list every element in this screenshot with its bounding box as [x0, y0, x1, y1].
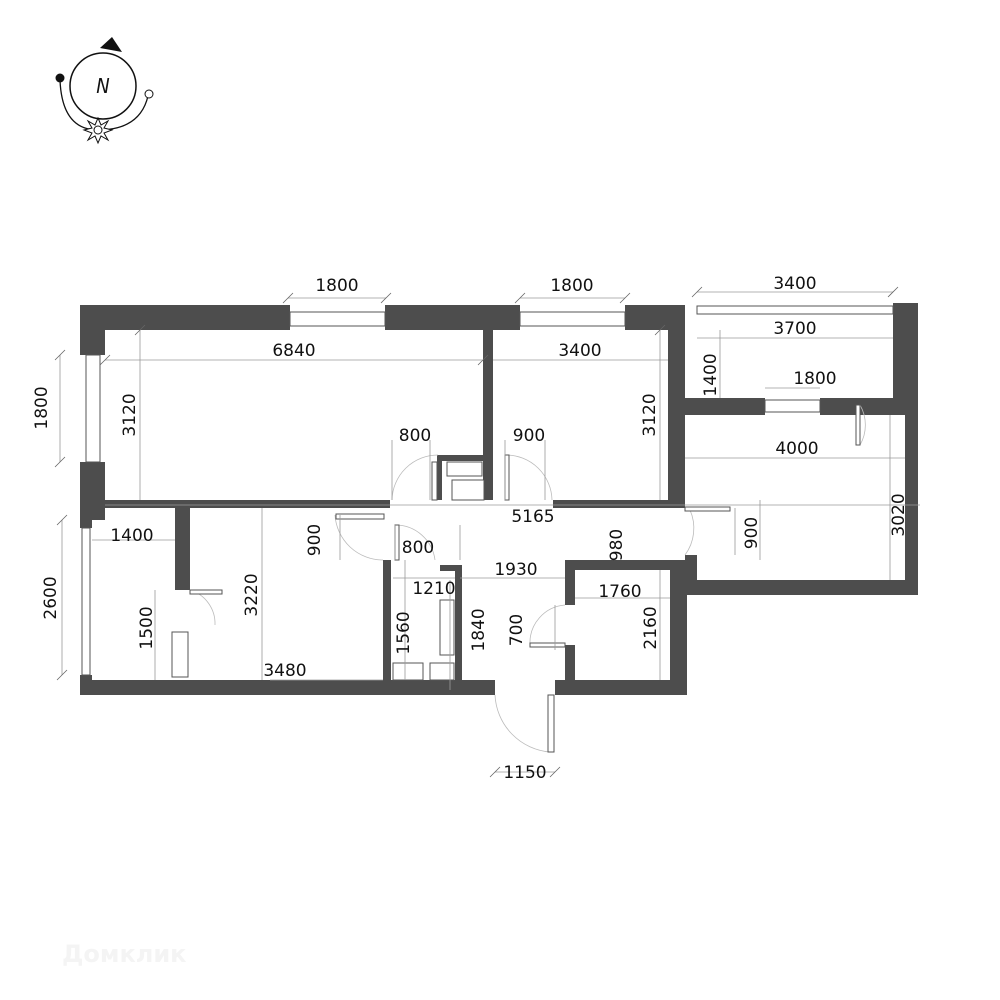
north-label: N [96, 74, 109, 98]
dimension-label: 1500 [137, 606, 157, 649]
dimension-label: 4000 [775, 439, 818, 459]
dimension-label: 3020 [889, 493, 909, 536]
dimension-label: 2600 [41, 576, 61, 619]
dimension-label: 2160 [641, 606, 661, 649]
dimension-label: 6840 [272, 341, 315, 361]
dimension-label: 5165 [511, 507, 554, 527]
windows [81, 305, 894, 676]
walls [80, 303, 918, 695]
dimension-label: 1400 [701, 353, 721, 396]
dimension-label: 900 [513, 426, 545, 446]
dimension-label: 1800 [550, 276, 593, 296]
dimension-label: 1400 [110, 526, 153, 546]
dimension-label: 800 [399, 426, 431, 446]
dimension-label: 900 [742, 517, 762, 549]
dimension-label: 700 [507, 614, 527, 646]
dimension-label: 900 [305, 524, 325, 556]
dimension-label: 1800 [793, 369, 836, 389]
dimension-label: 1560 [394, 611, 414, 654]
dimension-label: 1210 [412, 579, 455, 599]
dimension-label: 1800 [315, 276, 358, 296]
doors [189, 404, 866, 753]
dimension-label: 1840 [469, 608, 489, 651]
watermark-logo: Домклик [62, 940, 187, 968]
dimension-label: 3120 [120, 393, 140, 436]
fixtures [171, 461, 485, 681]
dimension-label: 3400 [558, 341, 601, 361]
dimension-lines [54, 286, 920, 778]
dimension-label: 1930 [494, 560, 537, 580]
dimension-label: 1800 [32, 386, 52, 429]
dimension-label: 1760 [598, 582, 641, 602]
dimension-label: 3120 [640, 393, 660, 436]
dimension-labels: 1800 6840 1800 3120 1800 3400 3120 3400 … [32, 274, 909, 783]
dimension-label: 3220 [242, 573, 262, 616]
dimension-label: 3700 [773, 319, 816, 339]
compass-icon: N [55, 37, 154, 145]
dimension-label: 800 [402, 538, 434, 558]
dimension-label: 3400 [773, 274, 816, 294]
dimension-label: 980 [607, 529, 627, 561]
dimension-label: 1150 [503, 763, 546, 783]
dimension-label: 3480 [263, 661, 306, 681]
